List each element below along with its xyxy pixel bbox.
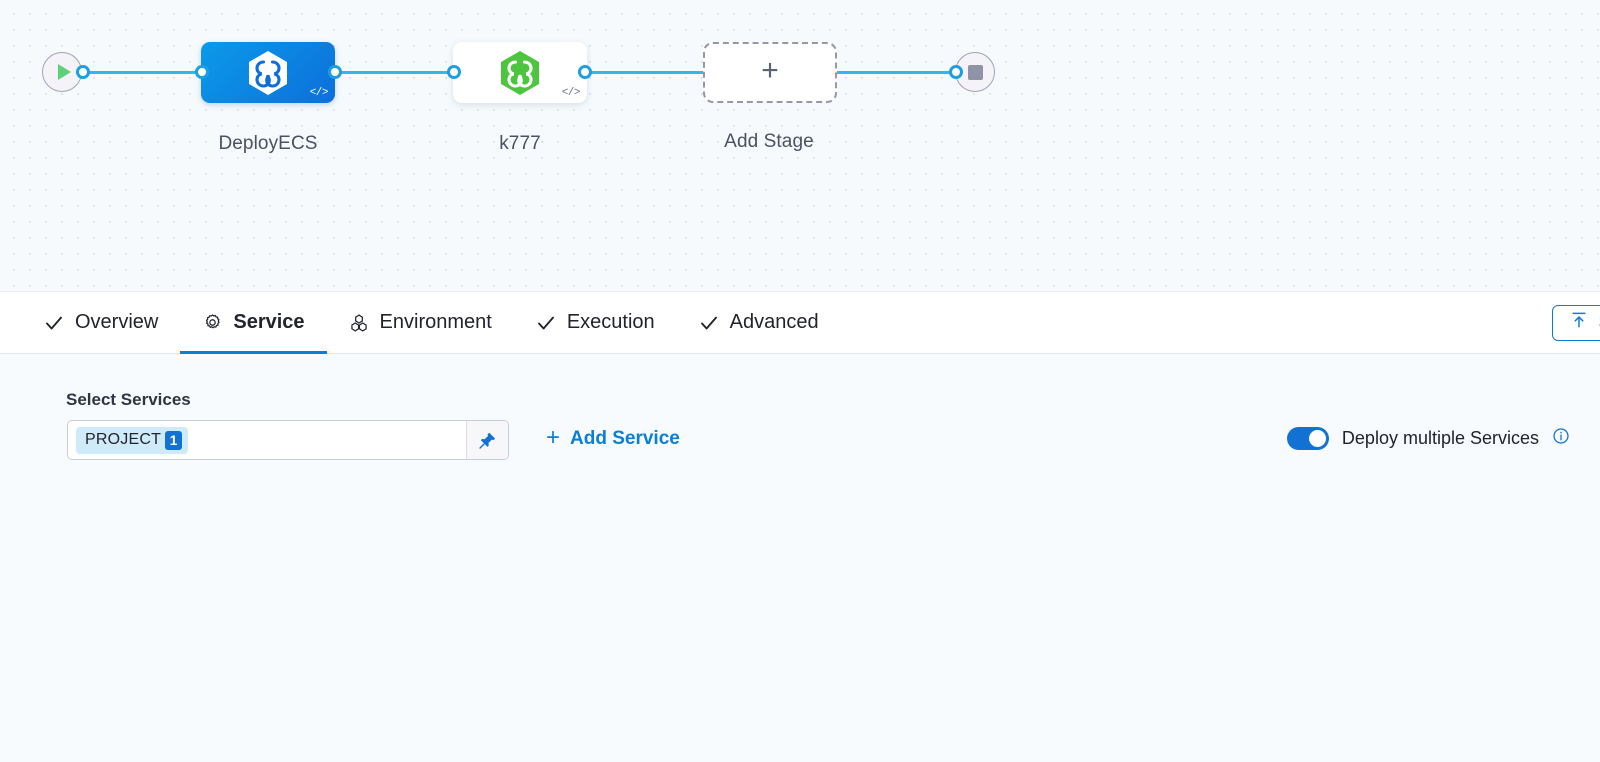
infrastructure-icon — [349, 313, 369, 333]
plus-icon: + — [546, 424, 561, 451]
harness-hexagon-icon — [249, 50, 287, 95]
plus-icon: + — [761, 54, 779, 87]
edge-k777-to-addstage — [582, 71, 712, 74]
tab-service-label: Service — [233, 311, 305, 333]
deploy-multiple-services-toggle[interactable] — [1286, 427, 1329, 450]
save-as-template-label: S — [1598, 312, 1600, 334]
port-deployecs-in[interactable] — [195, 65, 209, 79]
add-service-button[interactable]: + Add Service — [546, 424, 680, 451]
stage-node-k777[interactable]: </> — [453, 42, 587, 103]
deploy-multiple-services-label: Deploy multiple Services — [1341, 428, 1539, 448]
tab-overview-label: Overview — [75, 311, 159, 333]
toggle-knob — [1308, 430, 1326, 447]
save-as-template-button[interactable]: S — [1552, 305, 1600, 341]
select-services-label: Select Services — [66, 390, 191, 409]
tab-execution[interactable]: Execution — [514, 292, 677, 353]
service-tab-panel: Select Services PROJECT 1 + Add Service … — [0, 354, 1600, 762]
tab-execution-label: Execution — [566, 311, 655, 333]
tab-advanced-label: Advanced — [729, 311, 819, 333]
add-service-label: Add Service — [570, 428, 680, 449]
port-start-out[interactable] — [76, 65, 90, 79]
add-stage-button[interactable]: + — [703, 42, 837, 103]
stage-tab-bar: Overview Service Environment Execution — [0, 292, 1600, 354]
code-view-icon[interactable]: </> — [561, 87, 581, 99]
stage-label-k777: k777 — [499, 133, 541, 154]
service-chip-project[interactable]: PROJECT 1 — [76, 426, 189, 454]
deploy-multiple-services-row[interactable]: Deploy multiple Services — [1286, 427, 1570, 450]
stage-node-deployecs[interactable]: </> — [201, 42, 335, 103]
check-icon — [699, 313, 719, 333]
services-pin-button[interactable] — [466, 421, 508, 459]
add-stage-label: Add Stage — [724, 131, 814, 152]
pipeline-start-node[interactable] — [42, 52, 82, 92]
pipeline-canvas[interactable]: </> DeployECS </> k777 + Add Stage — [0, 0, 1600, 292]
tab-service[interactable]: Service — [180, 292, 327, 354]
stop-icon — [967, 64, 983, 80]
edge-deployecs-to-k777 — [330, 71, 460, 74]
port-deployecs-out[interactable] — [328, 65, 342, 79]
port-end-in[interactable] — [949, 65, 963, 79]
port-k777-out[interactable] — [578, 65, 592, 79]
play-icon — [57, 64, 71, 80]
services-multiselect[interactable]: PROJECT 1 — [67, 420, 509, 460]
code-view-icon[interactable]: </> — [309, 87, 329, 99]
harness-hexagon-icon — [501, 50, 539, 95]
stage-label-deployecs: DeployECS — [218, 133, 318, 154]
check-icon — [44, 313, 64, 333]
service-chip-count: 1 — [165, 430, 183, 450]
info-icon[interactable] — [1552, 427, 1570, 450]
tab-environment[interactable]: Environment — [327, 292, 514, 353]
tab-advanced[interactable]: Advanced — [677, 292, 841, 353]
service-chip-label: PROJECT — [85, 431, 162, 448]
check-icon — [536, 313, 556, 333]
gear-icon — [202, 313, 222, 333]
port-k777-in[interactable] — [447, 65, 461, 79]
save-template-icon — [1569, 310, 1589, 336]
edge-addstage-to-end — [828, 71, 963, 74]
edge-start-to-deployecs — [80, 71, 210, 74]
tab-overview[interactable]: Overview — [22, 292, 180, 353]
tab-environment-label: Environment — [379, 311, 492, 333]
pin-icon — [479, 432, 496, 449]
